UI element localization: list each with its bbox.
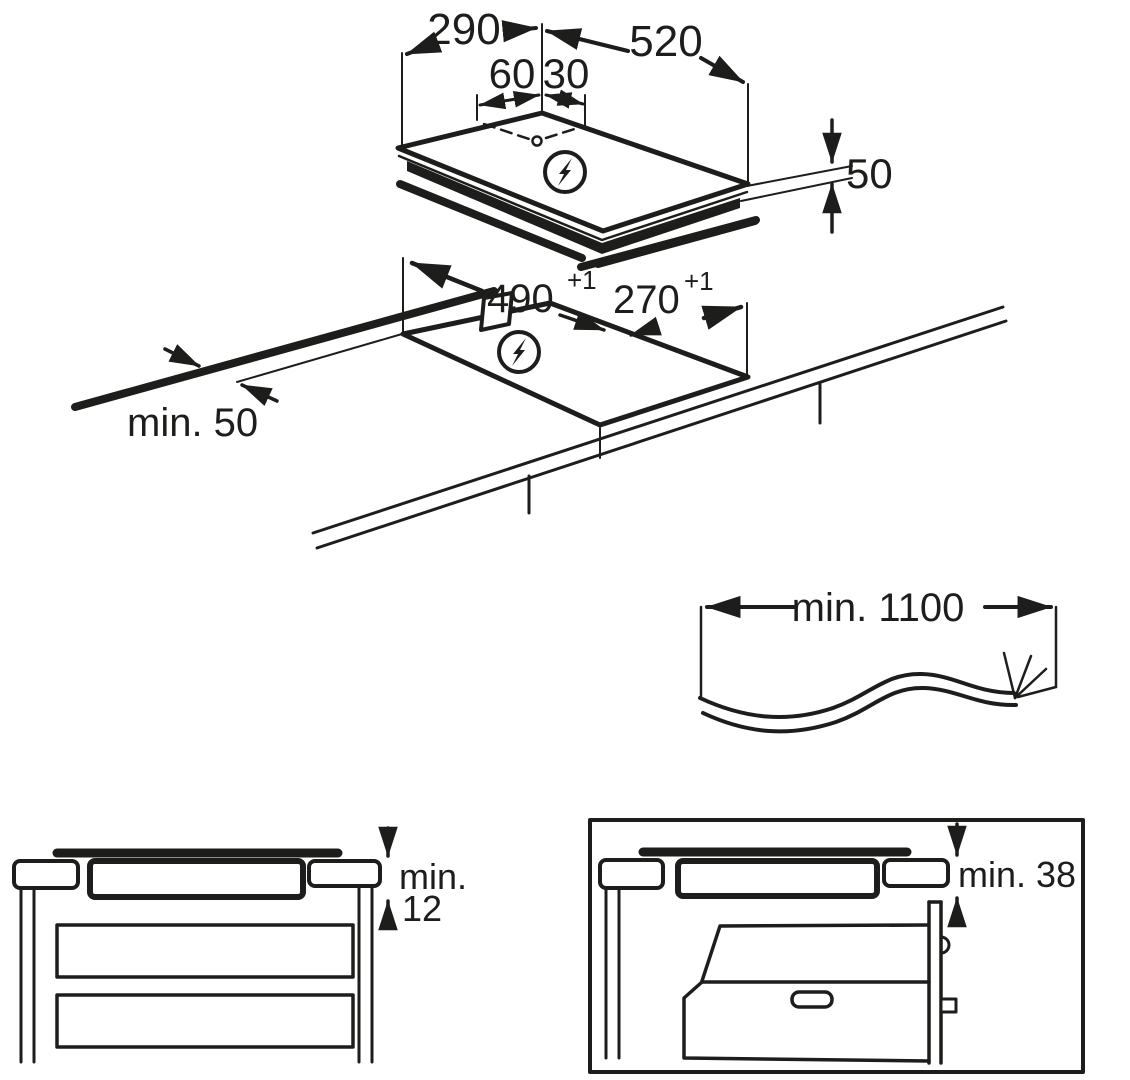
mains-cable-view: min. 1100 bbox=[698, 586, 1058, 734]
dimension-60: 60 bbox=[478, 50, 541, 110]
worktop-left-profile bbox=[12, 859, 80, 890]
oven-clearance-section: min. 38 bbox=[588, 818, 1085, 1074]
extension-line-glass-top bbox=[746, 165, 853, 187]
drawer-front-top bbox=[55, 923, 355, 979]
hob-body-side bbox=[407, 161, 740, 254]
cable-position-dashes bbox=[482, 122, 583, 141]
dimension-min-1100: min. 1100 bbox=[705, 586, 1053, 630]
worktop-cutout-view: 490 +1 270 +1 min. 50 bbox=[71, 216, 1008, 550]
dim-290-label: 290 bbox=[427, 5, 500, 54]
dimension-270: 270 +1 bbox=[613, 266, 748, 377]
worktop-back-edge-right bbox=[577, 216, 760, 271]
dimension-290: 290 bbox=[405, 5, 538, 56]
dimension-min-38: min. 38 bbox=[947, 822, 1076, 928]
dim-min-50-label: min. 50 bbox=[127, 401, 258, 445]
dimension-min-50: min. 50 bbox=[127, 344, 279, 445]
dim-490-tolerance: +1 bbox=[567, 265, 597, 295]
dim-min-38-label: min. 38 bbox=[958, 854, 1076, 895]
dim-60-label: 60 bbox=[489, 50, 536, 97]
hob-body-profile bbox=[87, 858, 306, 900]
lightning-bolt-icon bbox=[512, 338, 526, 366]
oven-body bbox=[682, 900, 958, 1065]
lightning-bolt-icon bbox=[558, 158, 572, 186]
hob-shadow-left bbox=[396, 180, 586, 262]
extension-line-hob-bottom bbox=[740, 177, 853, 202]
dimension-520: 520 bbox=[545, 17, 745, 84]
dim-270-tolerance: +1 bbox=[684, 266, 714, 296]
cable-wire-ends bbox=[1002, 651, 1058, 700]
cabinet-legs bbox=[604, 886, 621, 1060]
oven-latch bbox=[939, 997, 958, 1014]
oven-handle bbox=[790, 990, 834, 1009]
drawer-clearance-section: min. 12 bbox=[12, 826, 467, 1064]
worktop-front-edge-inner bbox=[315, 319, 1008, 550]
dim-min-12-word: min. bbox=[399, 856, 467, 897]
worktop-right-profile bbox=[882, 858, 950, 888]
dim-490-label: 490 bbox=[487, 277, 554, 321]
worktop-back-edge bbox=[71, 287, 498, 411]
hob-isometric-view: 290 520 60 30 50 bbox=[395, 5, 893, 268]
cable-curve-top bbox=[698, 671, 1016, 719]
oven-knob bbox=[939, 935, 951, 955]
dimension-min-12: min. 12 bbox=[378, 826, 467, 931]
dimension-30: 30 bbox=[543, 50, 590, 109]
cutout-cable-notch bbox=[479, 291, 514, 332]
power-connection-icon bbox=[543, 150, 587, 194]
dimension-50: 50 bbox=[740, 118, 893, 234]
power-connection-icon bbox=[497, 330, 541, 374]
worktop-left-profile bbox=[598, 858, 665, 890]
cable-entry-mark bbox=[531, 135, 543, 147]
dim-30-label: 30 bbox=[543, 50, 590, 97]
section-frame bbox=[588, 818, 1085, 1074]
clearance-construction-line bbox=[236, 333, 403, 383]
hob-body-profile bbox=[675, 858, 880, 899]
dim-min-1100-label: min. 1100 bbox=[792, 586, 965, 630]
dim-50-label: 50 bbox=[846, 150, 893, 197]
dim-520-label: 520 bbox=[629, 17, 702, 66]
dim-270-label: 270 bbox=[613, 278, 680, 322]
hob-glass-edge bbox=[397, 154, 749, 242]
drawer-front-bottom bbox=[55, 993, 355, 1049]
cabinet-legs bbox=[19, 884, 374, 1064]
cable-curve-bottom bbox=[701, 685, 1018, 734]
worktop-right-profile bbox=[307, 859, 382, 888]
worktop-front-edge-outer bbox=[311, 305, 1005, 535]
dimension-490: 490 +1 bbox=[402, 257, 606, 333]
dim-min-12-value: 12 bbox=[402, 888, 442, 929]
